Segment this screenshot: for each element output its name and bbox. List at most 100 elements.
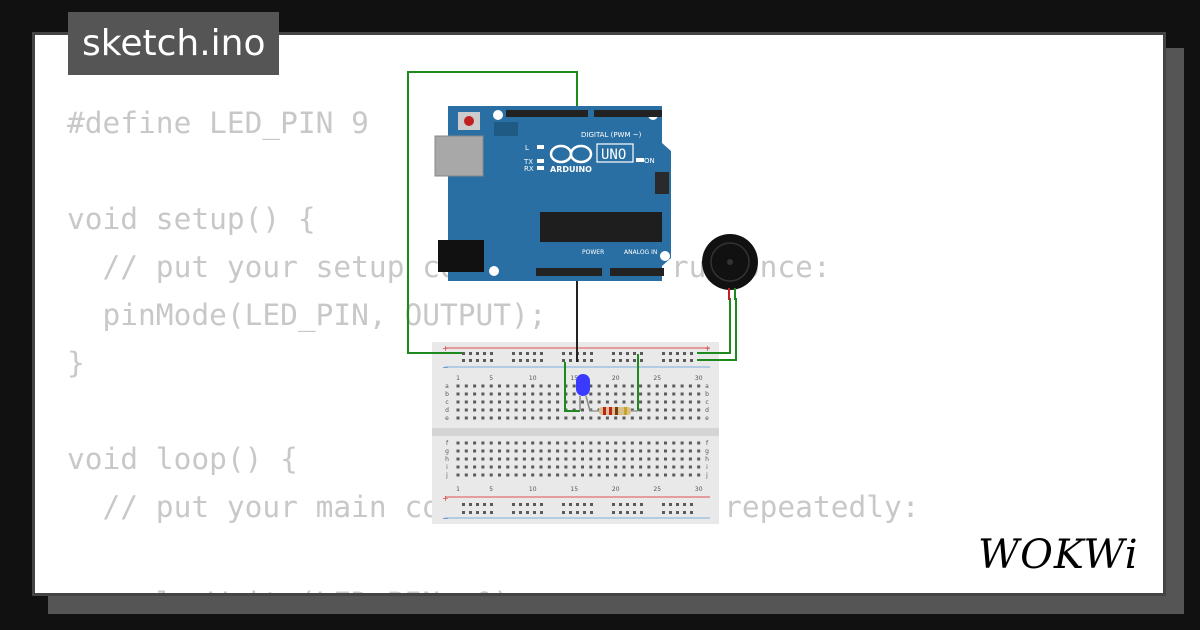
breadboard-hole[interactable] bbox=[522, 408, 526, 412]
breadboard-hole[interactable] bbox=[572, 441, 576, 445]
breadboard-hole[interactable] bbox=[672, 384, 676, 388]
breadboard-hole[interactable] bbox=[506, 384, 510, 388]
breadboard-hole[interactable] bbox=[481, 449, 485, 453]
breadboard-hole[interactable] bbox=[630, 465, 634, 469]
breadboard-hole[interactable] bbox=[539, 392, 543, 396]
breadboard-hole[interactable] bbox=[664, 449, 667, 453]
breadboard-hole[interactable] bbox=[522, 384, 526, 388]
breadboard-hole[interactable] bbox=[514, 449, 518, 453]
breadboard-hole[interactable] bbox=[690, 352, 693, 355]
breadboard-hole[interactable] bbox=[688, 392, 692, 396]
breadboard-hole[interactable] bbox=[664, 392, 667, 396]
breadboard-hole[interactable] bbox=[676, 352, 679, 355]
breadboard-hole[interactable] bbox=[498, 408, 501, 412]
breadboard-hole[interactable] bbox=[522, 392, 526, 396]
breadboard-hole[interactable] bbox=[514, 465, 518, 469]
breadboard-hole[interactable] bbox=[506, 392, 510, 396]
breadboard-hole[interactable] bbox=[483, 352, 486, 355]
breadboard-hole[interactable] bbox=[547, 457, 551, 461]
breadboard-hole[interactable] bbox=[556, 408, 560, 412]
breadboard-hole[interactable] bbox=[630, 408, 634, 412]
breadboard-hole[interactable] bbox=[506, 416, 510, 420]
breadboard-hole[interactable] bbox=[547, 392, 551, 396]
breadboard-hole[interactable] bbox=[622, 457, 626, 461]
breadboard-hole[interactable] bbox=[562, 359, 565, 362]
breadboard-hole[interactable] bbox=[688, 441, 692, 445]
breadboard-hole[interactable] bbox=[564, 473, 568, 477]
breadboard-hole[interactable] bbox=[664, 465, 667, 469]
breadboard-hole[interactable] bbox=[664, 416, 667, 420]
breadboard-hole[interactable] bbox=[569, 511, 572, 514]
breadboard-hole[interactable] bbox=[464, 465, 468, 469]
breadboard-hole[interactable] bbox=[473, 457, 477, 461]
breadboard-hole[interactable] bbox=[639, 449, 643, 453]
breadboard-hole[interactable] bbox=[589, 449, 593, 453]
breadboard-hole[interactable] bbox=[514, 473, 518, 477]
breadboard-hole[interactable] bbox=[464, 408, 468, 412]
breadboard-hole[interactable] bbox=[612, 511, 615, 514]
arduino-uno-board[interactable]: DIGITAL (PWM ~) ON L TX RX UNO ARDUINO P… bbox=[434, 106, 671, 281]
breadboard-hole[interactable] bbox=[622, 416, 626, 420]
breadboard-hole[interactable] bbox=[531, 392, 535, 396]
breadboard-hole[interactable] bbox=[569, 503, 572, 506]
breadboard-hole[interactable] bbox=[680, 441, 684, 445]
breadboard-hole[interactable] bbox=[531, 400, 535, 404]
breadboard-hole[interactable] bbox=[597, 457, 601, 461]
breadboard-hole[interactable] bbox=[605, 473, 609, 477]
breadboard-hole[interactable] bbox=[464, 449, 468, 453]
breadboard-hole[interactable] bbox=[605, 400, 609, 404]
breadboard-hole[interactable] bbox=[539, 416, 543, 420]
breadboard-hole[interactable] bbox=[514, 416, 518, 420]
breadboard-hole[interactable] bbox=[481, 384, 485, 388]
breadboard-hole[interactable] bbox=[622, 473, 626, 477]
breadboard-hole[interactable] bbox=[581, 465, 584, 469]
breadboard-hole[interactable] bbox=[469, 359, 472, 362]
breadboard-hole[interactable] bbox=[589, 465, 593, 469]
breadboard-hole[interactable] bbox=[490, 503, 493, 506]
breadboard-hole[interactable] bbox=[589, 400, 593, 404]
wire-pin9-to-rail[interactable] bbox=[407, 71, 578, 354]
breadboard-hole[interactable] bbox=[456, 408, 460, 412]
breadboard-hole[interactable] bbox=[473, 473, 477, 477]
breadboard-hole[interactable] bbox=[512, 511, 515, 514]
breadboard-hole[interactable] bbox=[540, 352, 543, 355]
breadboard-hole[interactable] bbox=[690, 511, 693, 514]
breadboard-hole[interactable] bbox=[506, 465, 510, 469]
breadboard-hole[interactable] bbox=[626, 511, 629, 514]
breadboard-hole[interactable] bbox=[647, 457, 651, 461]
breadboard-hole[interactable] bbox=[676, 359, 679, 362]
breadboard-hole[interactable] bbox=[655, 408, 659, 412]
breadboard-hole[interactable] bbox=[697, 473, 701, 477]
breadboard-hole[interactable] bbox=[680, 416, 684, 420]
breadboard-hole[interactable] bbox=[581, 473, 584, 477]
breadboard-hole[interactable] bbox=[539, 473, 543, 477]
code-line[interactable]: void loop() { bbox=[67, 442, 298, 476]
led-component[interactable] bbox=[576, 374, 591, 412]
breadboard-hole[interactable] bbox=[590, 511, 593, 514]
breadboard-hole[interactable] bbox=[526, 511, 529, 514]
breadboard-hole[interactable] bbox=[589, 441, 593, 445]
breadboard-hole[interactable] bbox=[589, 416, 593, 420]
breadboard-hole[interactable] bbox=[683, 359, 686, 362]
breadboard-hole[interactable] bbox=[639, 384, 643, 388]
breadboard-hole[interactable] bbox=[647, 400, 651, 404]
breadboard-hole[interactable] bbox=[672, 449, 676, 453]
breadboard-hole[interactable] bbox=[533, 503, 536, 506]
breadboard-hole[interactable] bbox=[581, 457, 584, 461]
breadboard-hole[interactable] bbox=[498, 384, 501, 388]
breadboard-hole[interactable] bbox=[630, 449, 634, 453]
breadboard-hole[interactable] bbox=[597, 473, 601, 477]
breadboard-hole[interactable] bbox=[481, 441, 485, 445]
wire-led[interactable] bbox=[564, 362, 580, 412]
buzzer-component[interactable] bbox=[702, 234, 758, 300]
breadboard-hole[interactable] bbox=[622, 441, 626, 445]
breadboard-hole[interactable] bbox=[473, 416, 477, 420]
breadboard-hole[interactable] bbox=[569, 352, 572, 355]
breadboard-hole[interactable] bbox=[556, 473, 560, 477]
wires[interactable] bbox=[407, 71, 737, 412]
breadboard-hole[interactable] bbox=[572, 400, 576, 404]
breadboard-hole[interactable] bbox=[473, 384, 477, 388]
breadboard-hole[interactable] bbox=[680, 384, 684, 388]
breadboard-hole[interactable] bbox=[688, 384, 692, 388]
breadboard-hole[interactable] bbox=[605, 457, 609, 461]
